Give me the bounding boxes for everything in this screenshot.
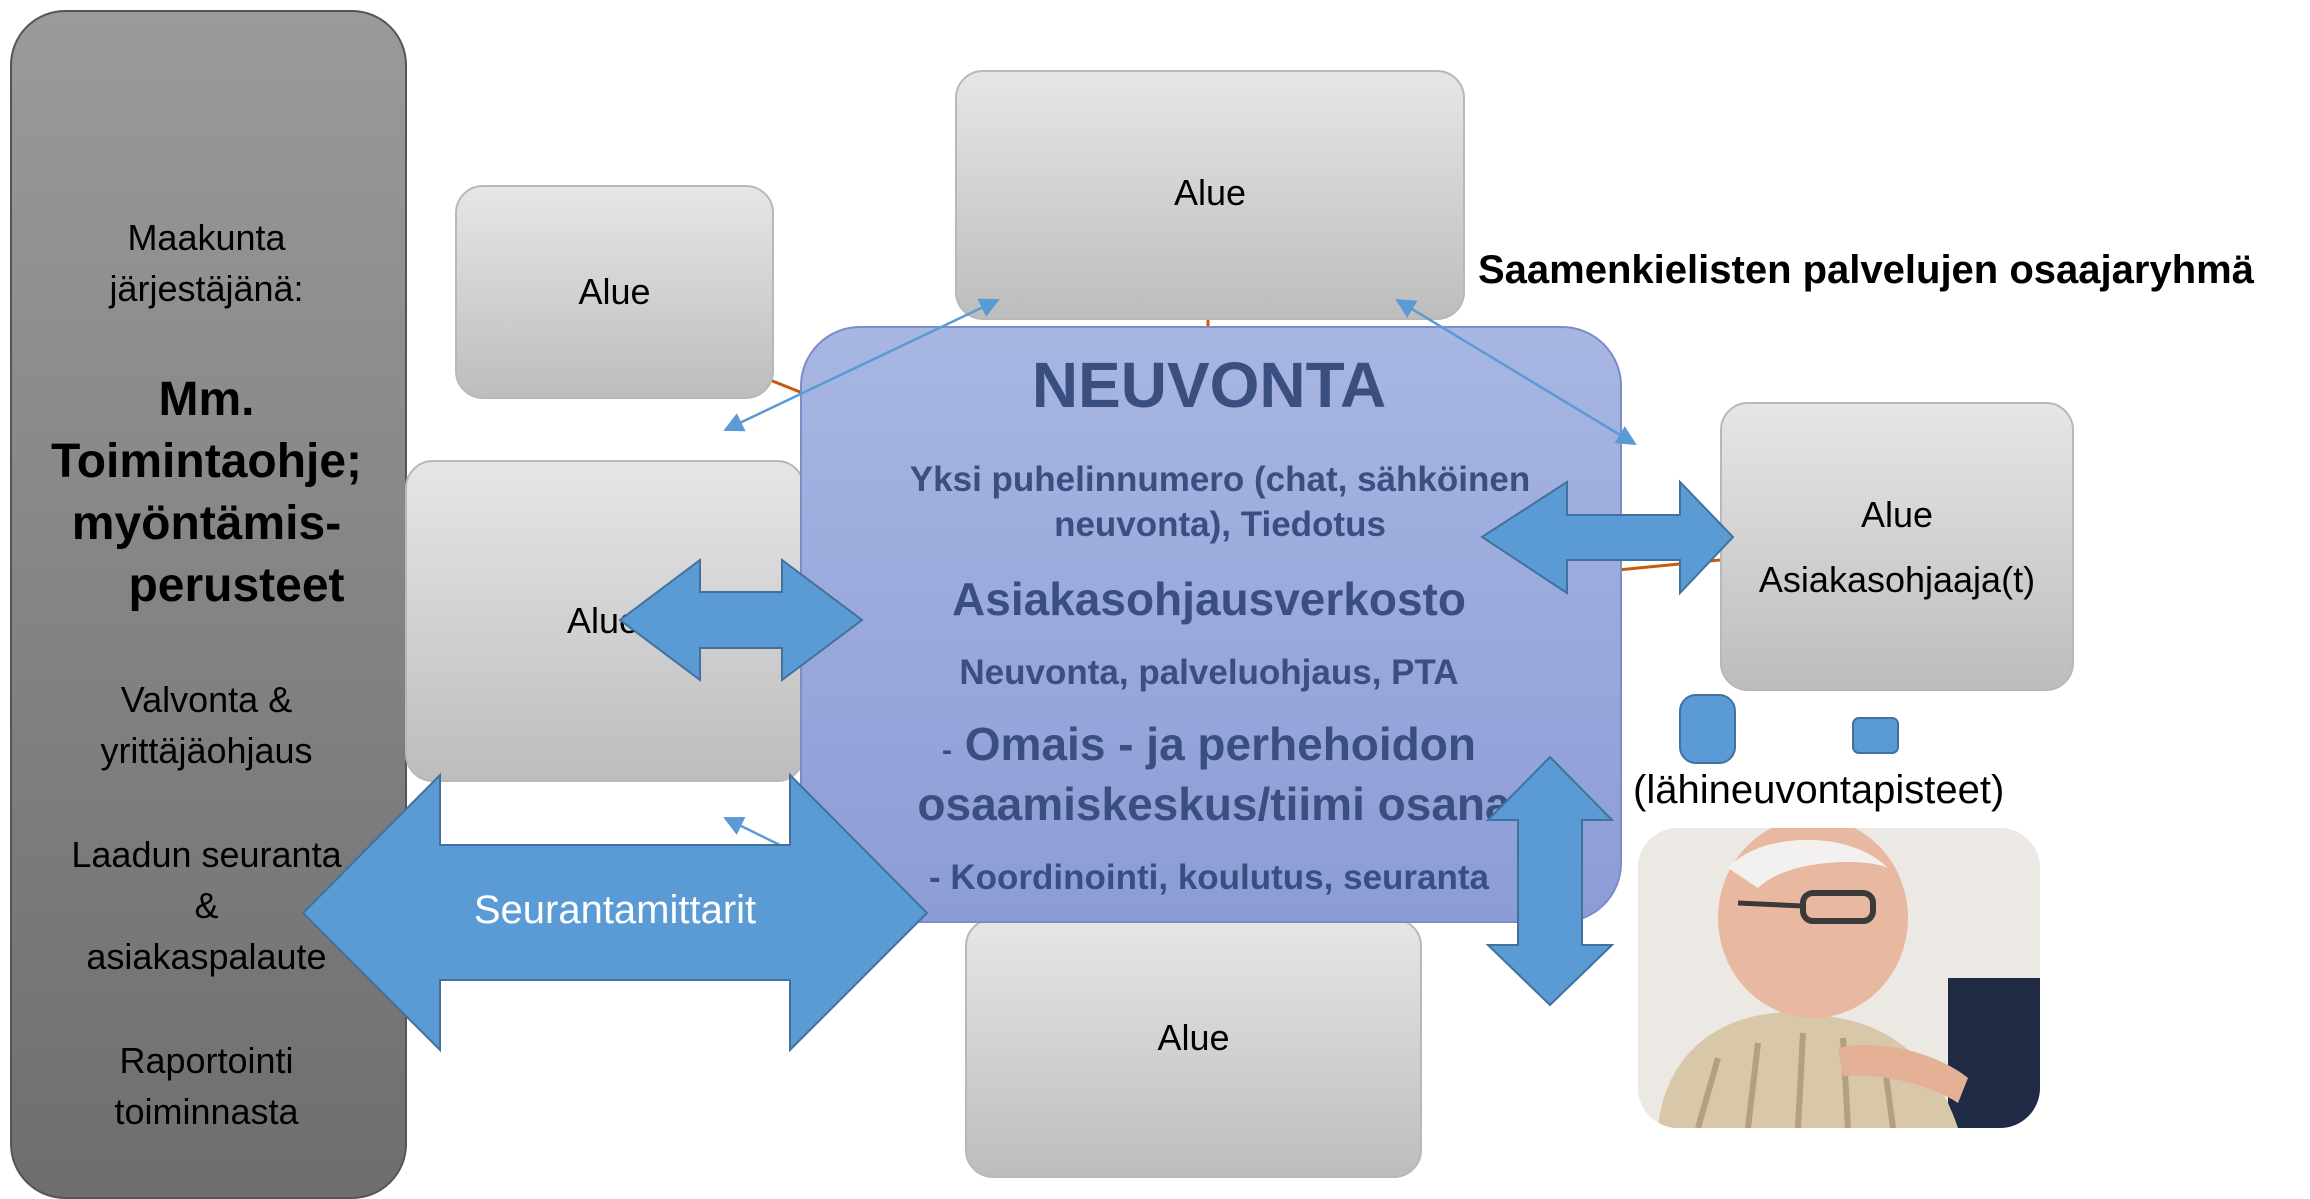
caregiver-center-line2: osaamiskeskus/tiimi osana	[917, 778, 1511, 830]
organizer-panel	[10, 10, 407, 1199]
local-point-shape-small	[1852, 717, 1899, 754]
guideline-heading-2: Toimintaohje;	[50, 435, 363, 488]
area-box-right: Alue Asiakasohjaaja(t)	[1720, 402, 2074, 691]
caregiver-center-text: Omais - ja perhehoidon	[964, 718, 1476, 770]
double-arrow-vertical	[1485, 755, 1615, 1007]
local-points-label: (lähineuvontapisteet)	[1633, 768, 2005, 812]
guideline-heading-3: myöntämis-	[71, 497, 342, 550]
supervision-line2: yrittäjäohjaus	[100, 730, 313, 771]
area-label: Alue	[578, 271, 651, 312]
client-guidance-network: Asiakasohjausverkosto	[952, 573, 1466, 625]
thin-arrow-top-right	[1395, 298, 1637, 446]
area-label: Alue	[1157, 1017, 1230, 1058]
reporting-line2: toiminnasta	[114, 1091, 299, 1132]
guideline-heading-1: Mm.	[158, 373, 255, 426]
double-arrow-left	[618, 558, 864, 682]
organizer-label-line2: järjestäjänä:	[109, 268, 304, 309]
elderly-man-photo	[1638, 828, 2040, 1128]
monitoring-arrow-label: Seurantamittarit	[473, 888, 757, 932]
area-label: Alue	[1173, 172, 1247, 213]
area-box-bottom: Alue	[965, 918, 1422, 1178]
sami-services-group: Saamenkielisten palvelujen osaajaryhmä	[1478, 248, 2254, 292]
organizer-label-line1: Maakunta	[127, 217, 286, 258]
advice-title: NEUVONTA	[1031, 349, 1387, 421]
thin-arrow-top-left	[723, 298, 1000, 432]
local-point-shape-large	[1679, 694, 1736, 764]
coordination-line: - Koordinointi, koulutus, seuranta	[929, 858, 1489, 897]
quality-line3: asiakaspalaute	[86, 936, 327, 977]
quality-line1: Laadun seuranta	[71, 834, 342, 875]
area-box-top-center: Alue	[955, 70, 1465, 320]
area-box-top-left: Alue	[455, 185, 774, 399]
reporting-line1: Raportointi	[119, 1040, 294, 1081]
double-arrow-right	[1480, 479, 1735, 596]
supervision-line1: Valvonta &	[120, 679, 293, 720]
quality-line2: &	[194, 885, 219, 926]
phone-number-line2: neuvonta), Tiedotus	[1054, 505, 1386, 544]
area-label: Alue	[1860, 493, 1934, 535]
monitoring-arrow	[301, 772, 929, 1053]
client-counselor-label: Asiakasohjaaja(t)	[1758, 558, 2036, 600]
arrows-layer	[301, 298, 1899, 1053]
network-services: Neuvonta, palveluohjaus, PTA	[959, 653, 1459, 692]
caregiver-center-line1: - Omais - ja perhehoidon	[800, 715, 1618, 780]
photo-illustration	[1638, 828, 2040, 1128]
phone-number-line1: Yksi puhelinnumero (chat, sähköinen	[909, 460, 1531, 499]
guideline-heading-4: perusteet	[128, 559, 345, 612]
bullet-dash: -	[942, 734, 952, 767]
